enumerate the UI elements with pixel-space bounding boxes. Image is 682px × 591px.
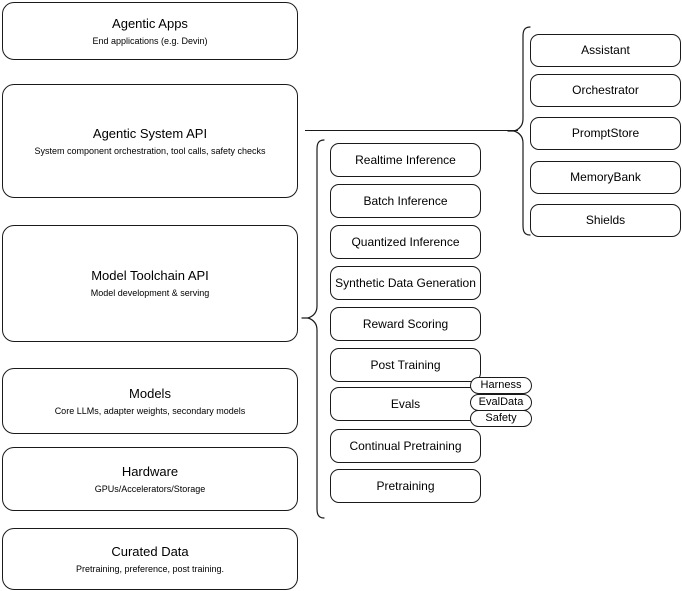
layer-title: Models (129, 385, 171, 401)
layer-box-agentic-apps[interactable]: Agentic Apps End applications (e.g. Devi… (2, 2, 298, 60)
capability-box-pretraining[interactable]: Pretraining (330, 469, 481, 503)
component-box-assistant[interactable]: Assistant (530, 34, 681, 67)
capability-label: Post Training (370, 357, 441, 372)
component-label: Assistant (581, 43, 630, 57)
layer-subtitle: Pretraining, preference, post training. (75, 563, 225, 574)
capability-label: Pretraining (376, 478, 435, 493)
capability-box-post-training[interactable]: Post Training (330, 348, 481, 382)
capability-box-continual-pretraining[interactable]: Continual Pretraining (330, 429, 481, 463)
eval-badge-label: Safety (485, 412, 517, 424)
capability-box-realtime-inference[interactable]: Realtime Inference (330, 143, 481, 177)
component-box-promptstore[interactable]: PromptStore (530, 117, 681, 150)
layer-subtitle: Core LLMs, adapter weights, secondary mo… (54, 405, 246, 416)
capability-label: Batch Inference (363, 193, 448, 208)
capability-label: Evals (390, 396, 421, 411)
layer-box-models[interactable]: Models Core LLMs, adapter weights, secon… (2, 368, 298, 434)
layer-title: Model Toolchain API (91, 268, 209, 283)
eval-badge-evaldata[interactable]: EvalData (470, 394, 532, 411)
layer-subtitle: End applications (e.g. Devin) (92, 35, 208, 46)
eval-badge-label: Harness (480, 379, 522, 391)
layer-title: Curated Data (111, 543, 189, 559)
eval-badge-harness[interactable]: Harness (470, 377, 532, 394)
brace-toolchain-capabilities (300, 138, 326, 520)
layer-title: Hardware (121, 463, 179, 479)
capability-box-reward-scoring[interactable]: Reward Scoring (330, 307, 481, 341)
capability-box-batch-inference[interactable]: Batch Inference (330, 184, 481, 218)
component-label: Shields (585, 213, 626, 227)
layer-subtitle: GPUs/Accelerators/Storage (94, 483, 206, 494)
component-label: Orchestrator (572, 83, 639, 97)
capability-box-synthetic-data-generation[interactable]: Synthetic Data Generation (330, 266, 481, 300)
layer-title: Agentic System API (92, 125, 208, 141)
capability-label: Reward Scoring (362, 316, 449, 331)
component-box-shields[interactable]: Shields (530, 204, 681, 237)
connector-system-api-to-components (305, 130, 518, 131)
capability-label: Quantized Inference (351, 234, 460, 249)
layer-box-agentic-system-api[interactable]: Agentic System API System component orch… (2, 84, 298, 198)
capability-label: Continual Pretraining (349, 438, 462, 453)
capability-box-quantized-inference[interactable]: Quantized Inference (330, 225, 481, 259)
component-box-memorybank[interactable]: MemoryBank (530, 161, 681, 194)
layer-box-hardware[interactable]: Hardware GPUs/Accelerators/Storage (2, 447, 298, 511)
component-label: MemoryBank (570, 170, 641, 184)
layer-subtitle: Model development & serving (90, 288, 210, 298)
eval-badge-safety[interactable]: Safety (470, 410, 532, 427)
capability-label: Synthetic Data Generation (335, 275, 476, 290)
capability-label: Realtime Inference (355, 152, 456, 167)
layer-subtitle: System component orchestration, tool cal… (34, 145, 266, 156)
capability-box-evals[interactable]: Evals (330, 387, 481, 421)
component-box-orchestrator[interactable]: Orchestrator (530, 74, 681, 107)
brace-system-components (506, 25, 532, 237)
layer-title: Agentic Apps (112, 15, 188, 31)
layer-box-curated-data[interactable]: Curated Data Pretraining, preference, po… (2, 528, 298, 590)
eval-badge-label: EvalData (478, 396, 524, 408)
component-label: PromptStore (571, 126, 640, 140)
layer-box-model-toolchain-api[interactable]: Model Toolchain API Model development & … (2, 225, 298, 342)
